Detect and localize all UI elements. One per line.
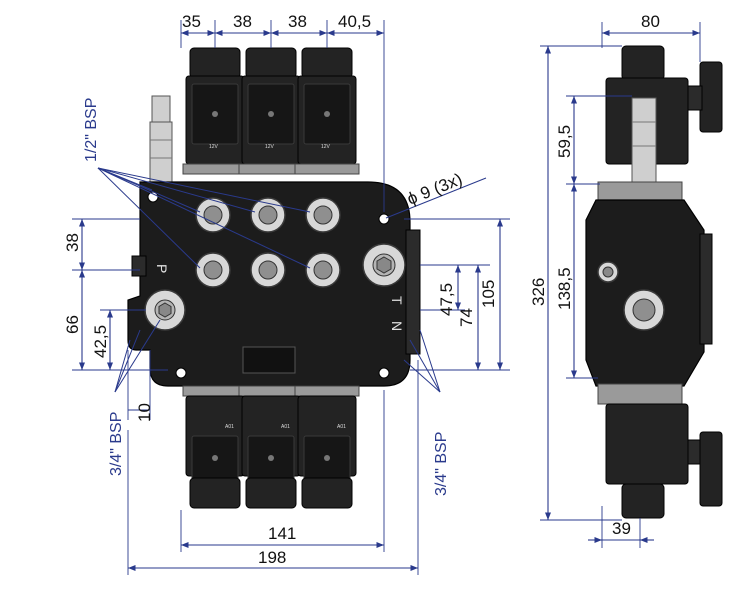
- dim-47-5: 47,5: [437, 283, 456, 316]
- side-view: 80 326 59,5 138,5 39: [529, 12, 723, 548]
- dim-74: 74: [457, 308, 476, 327]
- dim-66: 66: [63, 315, 82, 334]
- body-letter-t: T: [389, 296, 405, 305]
- side-bottom-coil: [605, 403, 689, 485]
- dim-105: 105: [479, 280, 498, 308]
- top-coils: 12V 12V 12V: [182, 47, 360, 175]
- top-coil-1: [182, 47, 248, 175]
- top-coil-label-3: 12V: [321, 144, 331, 150]
- dim-35: 35: [182, 12, 201, 31]
- right-dimensions: 47,5 74 105: [404, 218, 510, 371]
- dim-40-5: 40,5: [338, 12, 371, 31]
- label-phi-9: ϕ 9 (3x): [404, 169, 465, 208]
- dim-141: 141: [268, 524, 296, 543]
- side-dim-39: 39: [612, 519, 631, 538]
- inlet-fitting: [149, 95, 173, 183]
- callout-three-quarter-bsp-left: 3/4" BSP: [108, 319, 161, 476]
- side-dim-326: 326: [529, 278, 548, 306]
- callout-three-quarter-bsp-right: 3/4" BSP: [403, 329, 450, 496]
- left-dimensions: 38 66 42,5: [63, 218, 168, 371]
- front-view: 12V 12V 12V: [63, 12, 510, 575]
- callout-half-inch-bsp: 1/2" BSP: [83, 98, 311, 269]
- mount-hole-top-right: [378, 213, 390, 225]
- label-half-inch-bsp: 1/2" BSP: [83, 98, 100, 162]
- dim-38-b: 38: [288, 12, 307, 31]
- body-letter-p: P: [154, 264, 170, 273]
- top-coil-label-2: 12V: [265, 144, 275, 150]
- bottom-coil-label-2: A01: [281, 424, 290, 430]
- side-bottom-connector: [699, 431, 723, 507]
- mount-hole-bottom-right: [378, 367, 390, 379]
- side-top-coil-cap: [621, 45, 665, 81]
- top-coil-3: [294, 47, 360, 175]
- side-top-connector: [699, 61, 723, 133]
- dim-10: 10: [135, 403, 154, 422]
- side-dim-59-5: 59,5: [555, 125, 574, 158]
- bottom-dimensions: 141 198: [127, 360, 419, 575]
- dim-38-left: 38: [63, 233, 82, 252]
- top-coil-label-1: 12V: [209, 144, 219, 150]
- body-right-plate: [405, 229, 421, 355]
- dimension-10: 10: [127, 350, 154, 422]
- top-coil-2: [238, 47, 304, 175]
- side-spool-fitting: [631, 97, 657, 183]
- top-dimension-chain: 35 38 38 40,5: [180, 12, 385, 212]
- bottom-coils: A01 A01 A01: [182, 385, 360, 509]
- label-three-quarter-bsp-left: 3/4" BSP: [108, 412, 125, 476]
- bottom-coil-label-3: A01: [337, 424, 346, 430]
- tank-port: [362, 243, 406, 287]
- pressure-port: [144, 289, 186, 331]
- bottom-coil-label-1: A01: [225, 424, 234, 430]
- side-bottom-coil-cap: [621, 483, 665, 519]
- side-dim-138-5: 138,5: [555, 267, 574, 310]
- side-dim-80: 80: [641, 12, 660, 31]
- body-letter-n: N: [389, 321, 405, 331]
- label-three-quarter-bsp-right: 3/4" BSP: [433, 432, 450, 496]
- mount-hole-bottom-left: [175, 367, 187, 379]
- dim-42-5: 42,5: [91, 325, 110, 358]
- dim-38-a: 38: [233, 12, 252, 31]
- work-ports: [195, 197, 341, 288]
- body-left-lug: [131, 255, 147, 277]
- nameplate: [242, 346, 296, 374]
- dim-198: 198: [258, 548, 286, 567]
